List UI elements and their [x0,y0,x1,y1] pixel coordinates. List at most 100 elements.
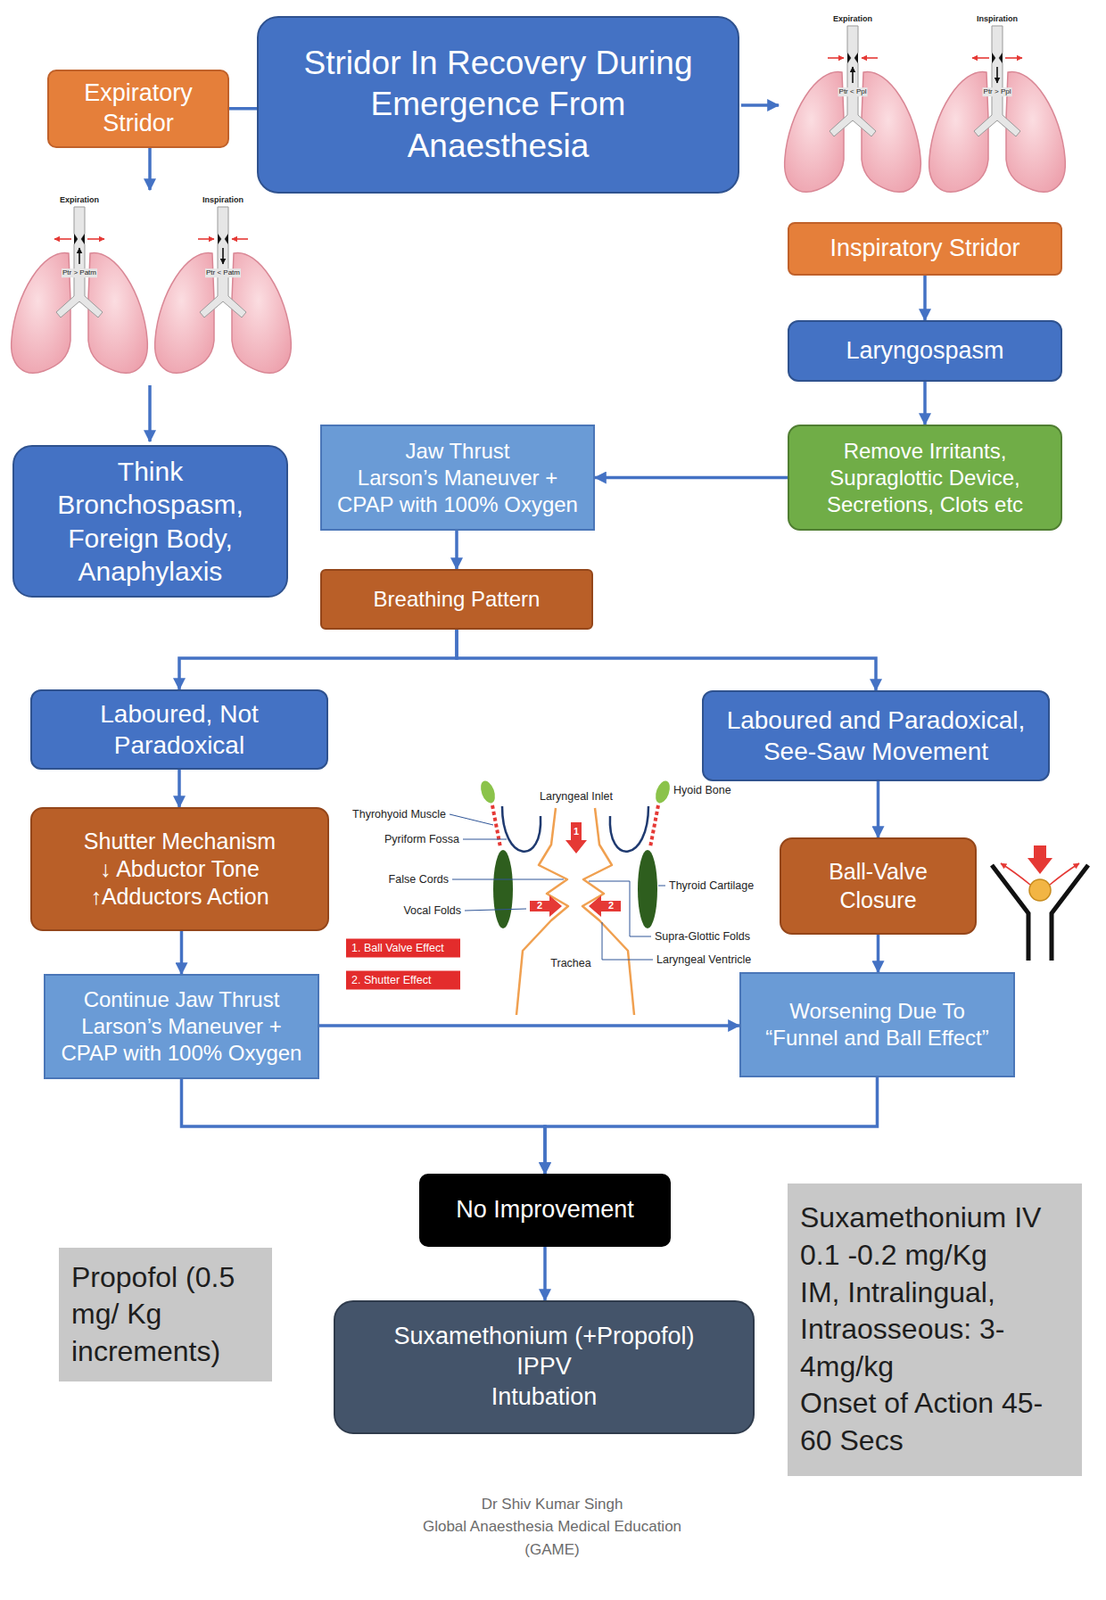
hyoid-bone [478,778,498,805]
pressure-arrow [198,238,215,240]
flow-arrow [741,103,779,108]
lung-figure [929,25,1066,192]
node-text: Larson’s Maneuver + CPAP with 100% Oxyge… [331,464,584,519]
pressure-label: Ptr > Ppl [982,87,1013,97]
airflow-arrow [996,66,999,83]
node-text: Suxamethonium (+Propofol) [394,1321,695,1353]
phase-label: Expiration [59,195,100,206]
action-box: Jaw ThrustLarson’s Maneuver + CPAP with … [320,424,595,531]
flow-connector [543,1246,547,1301]
pressure-label: Ptr > Patm [61,268,98,278]
node-text: Worsening Due To “Funnel and Ball Effect… [756,998,999,1052]
diagnosis-box: Laryngospasm [787,320,1063,382]
part-label: Trachea [550,957,591,971]
pyriform-fossa [610,806,649,852]
node-text: Shutter Mechanism [83,827,276,856]
dose-note-box: Suxamethonium IV 0.1 -0.2 mg/KgIM, Intra… [787,1183,1082,1477]
part-label: Supra-Glottic Folds [654,930,751,944]
flow-connector [229,107,257,111]
leader-line [658,885,666,887]
thyrohyoid-muscle [650,805,659,848]
key-box: 1. Ball Valve Effect [346,939,461,958]
airflow-arrow [222,247,224,265]
mechanism-box: Shutter Mechanism↓ Abductor Tone↑Adducto… [30,807,330,932]
callout-number: 2 [608,899,614,912]
pressure-arrow [972,57,990,59]
decision-box: No Improvement [419,1173,671,1247]
phase-label: Inspiration [976,14,1018,25]
leader-line [449,814,494,826]
flow-arrow [148,142,152,190]
credit-line: (GAME) [524,1541,579,1560]
node-text: IPPV [516,1352,572,1383]
flow-connector [181,1079,546,1174]
flow-connector [180,931,184,974]
flow-connector [179,629,457,690]
node-text: Breathing Pattern [373,586,541,613]
flow-connector [923,381,927,425]
flow-connector [876,934,881,973]
outcome-box: Worsening Due To “Funnel and Ball Effect… [739,972,1016,1078]
title-box: Stridor In Recovery During Emergence Fro… [256,16,740,194]
leader-line [588,881,652,937]
node-text: Intubation [491,1382,598,1413]
thyroid-cartilage [493,850,513,929]
pyriform-fossa [502,806,541,852]
lung-figure [155,206,292,373]
part-label: Thyroid Cartilage [668,879,754,893]
flow-connector [456,629,876,691]
flow-connector [923,275,927,321]
lung-figure [155,206,292,373]
effect-arrow [565,822,587,854]
node-text: Think Bronchospasm, Foreign Body, Anaphy… [35,454,265,589]
flow-connector [319,1023,740,1028]
airflow-arrow [851,66,854,83]
part-label: Hyoid Bone [673,784,732,798]
pressure-arrow [54,238,72,240]
flow-arrow [1049,863,1080,885]
thyroid-cartilage [637,850,658,929]
node-text: Stridor In Recovery During Emergence Fro… [299,42,697,167]
ball-valve-symbol [991,845,1089,961]
pressure-arrow [1005,57,1023,59]
airway-wall [582,808,635,1016]
thyrohyoid-muscle [492,805,501,848]
node-text: Propofol (0.5 mg/ Kg increments) [71,1259,260,1371]
pressure-arrow [827,57,844,59]
node-text: Inspiratory Stridor [829,233,1020,265]
pressure-arrow [861,57,878,59]
dose-note-box: Propofol (0.5 mg/ Kg increments) [58,1247,273,1382]
effect-arrow [529,895,562,917]
lung-figure [784,25,922,192]
node-text: IM, Intralingual, Intraosseous: 3-4mg/kg [800,1274,1070,1387]
lung-figure [784,25,922,192]
node-text: Suxamethonium IV 0.1 -0.2 mg/Kg [800,1199,1070,1274]
node-text: Laboured and Paradoxical, See-Saw Moveme… [716,704,1036,768]
leader-line [602,922,653,960]
flow-arrow [1000,863,1031,885]
lung-figure [11,206,149,373]
rescue-box: Suxamethonium (+Propofol)IPPVIntubation [333,1300,755,1435]
node-text: ↑Adductors Action [90,883,269,911]
node-text: Onset of Action 45-60 Secs [800,1385,1070,1460]
flow-arrow [148,385,152,442]
key-box: 2. Shutter Effect [346,971,461,991]
pattern-box: Laboured and Paradoxical, See-Saw Moveme… [701,690,1050,782]
node-text: Remove Irritants, Supraglottic Device, S… [797,437,1053,519]
part-label: False Cords [388,873,449,887]
flow-connector [454,530,459,570]
leader-line [452,879,564,881]
hyoid-bone [652,778,673,805]
flow-connector [177,769,182,808]
node-text: No Improvement [455,1195,635,1226]
larynx-illustration [449,778,673,1016]
stridor-type-box: Inspiratory Stridor [787,222,1063,276]
flow-connector [594,476,788,480]
part-label: Pyriform Fossa [384,833,460,847]
phase-label: Expiration [833,14,873,25]
node-text: ↓ Abductor Tone [99,855,260,884]
pattern-box: Laboured, Not Paradoxical [30,689,329,770]
leader-line [464,908,527,911]
